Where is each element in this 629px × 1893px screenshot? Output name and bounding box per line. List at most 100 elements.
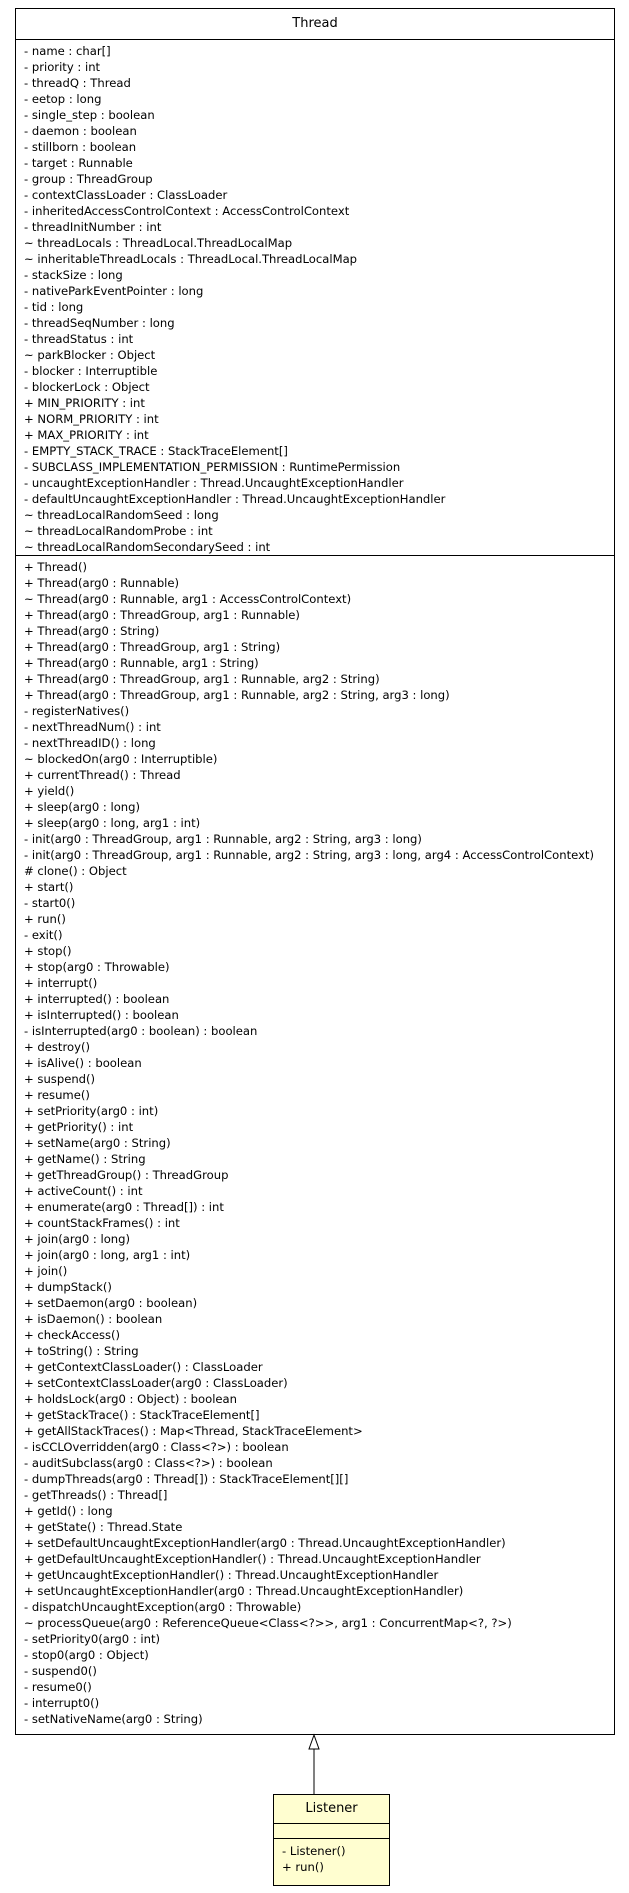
- thread-attribute: - stackSize : long: [24, 268, 123, 282]
- listener-operations-compartment: - Listener() + run(): [274, 1839, 389, 1875]
- thread-operation: + yield(): [24, 784, 75, 798]
- listener-class-box[interactable]: Listener - Listener() + run(): [273, 1794, 390, 1886]
- thread-operation: + getStackTrace() : StackTraceElement[]: [24, 1408, 260, 1422]
- listener-operation: - Listener(): [282, 1844, 346, 1858]
- thread-operation: + Thread(arg0 : ThreadGroup, arg1 : Stri…: [24, 640, 281, 654]
- thread-operation: + stop(arg0 : Throwable): [24, 960, 170, 974]
- listener-operation: + run(): [282, 1860, 324, 1874]
- thread-operation: + start(): [24, 880, 74, 894]
- thread-attribute: + MIN_PRIORITY : int: [24, 396, 145, 410]
- thread-operation: + Thread(arg0 : Runnable): [24, 576, 180, 590]
- thread-attribute: - defaultUncaughtExceptionHandler : Thre…: [24, 492, 446, 506]
- thread-operation: + countStackFrames() : int: [24, 1216, 180, 1230]
- thread-operation: - auditSubclass(arg0 : Class<?>) : boole…: [24, 1456, 273, 1470]
- thread-attribute: ~ threadLocalRandomSecondarySeed : int: [24, 540, 271, 554]
- thread-operation: - setNativeName(arg0 : String): [24, 1712, 203, 1726]
- thread-operation: + setContextClassLoader(arg0 : ClassLoad…: [24, 1376, 288, 1390]
- thread-operation: + join(arg0 : long): [24, 1232, 131, 1246]
- thread-operation: + getPriority() : int: [24, 1120, 134, 1134]
- thread-operation: - nextThreadNum() : int: [24, 720, 161, 734]
- thread-operation: + interrupted() : boolean: [24, 992, 170, 1006]
- thread-operation: + Thread(arg0 : ThreadGroup, arg1 : Runn…: [24, 608, 300, 622]
- thread-operation: + Thread(arg0 : String): [24, 624, 160, 638]
- thread-attribute: + NORM_PRIORITY : int: [24, 412, 159, 426]
- thread-operation: + setName(arg0 : String): [24, 1136, 171, 1150]
- thread-attribute: - blocker : Interruptible: [24, 364, 158, 378]
- thread-operation: - nextThreadID() : long: [24, 736, 156, 750]
- thread-attribute: - contextClassLoader : ClassLoader: [24, 188, 228, 202]
- thread-operation: + stop(): [24, 944, 72, 958]
- thread-attribute: - SUBCLASS_IMPLEMENTATION_PERMISSION : R…: [24, 460, 401, 474]
- thread-operation: - resume0(): [24, 1680, 92, 1694]
- listener-attributes-compartment: [274, 1824, 389, 1839]
- thread-class-name: Thread: [16, 9, 614, 40]
- thread-operation: # clone() : Object: [24, 864, 127, 878]
- thread-attribute: ~ threadLocalRandomProbe : int: [24, 524, 213, 538]
- thread-attribute: - name : char[]: [24, 44, 111, 58]
- thread-attribute: - stillborn : boolean: [24, 140, 137, 154]
- thread-operation: + getAllStackTraces() : Map<Thread, Stac…: [24, 1424, 363, 1438]
- thread-operation: - registerNatives(): [24, 704, 130, 718]
- thread-operation: + checkAccess(): [24, 1328, 121, 1342]
- thread-attribute: - threadStatus : int: [24, 332, 134, 346]
- thread-operation: + isDaemon() : boolean: [24, 1312, 163, 1326]
- thread-attribute: - threadQ : Thread: [24, 76, 131, 90]
- thread-attribute: - target : Runnable: [24, 156, 133, 170]
- thread-operation: ~ Thread(arg0 : Runnable, arg1 : AccessC…: [24, 592, 352, 606]
- thread-operation: + activeCount() : int: [24, 1184, 143, 1198]
- thread-attribute: - priority : int: [24, 60, 101, 74]
- thread-operation: + run(): [24, 912, 66, 926]
- thread-operation: - stop0(arg0 : Object): [24, 1648, 149, 1662]
- thread-operation: ~ processQueue(arg0 : ReferenceQueue<Cla…: [24, 1616, 512, 1630]
- thread-operations-compartment: + Thread() + Thread(arg0 : Runnable) ~ Thr…: [16, 556, 614, 1727]
- thread-operation: + getContextClassLoader() : ClassLoader: [24, 1360, 263, 1374]
- thread-operation: + getDefaultUncaughtExceptionHandler() :…: [24, 1552, 481, 1566]
- thread-operation: + getName() : String: [24, 1152, 146, 1166]
- thread-operation: + destroy(): [24, 1040, 90, 1054]
- thread-operation: + resume(): [24, 1088, 90, 1102]
- thread-operation: - isInterrupted(arg0 : boolean) : boolea…: [24, 1024, 258, 1038]
- thread-attribute: - inheritedAccessControlContext : Access…: [24, 204, 350, 218]
- thread-operation: + join(): [24, 1264, 68, 1278]
- thread-operation: + setPriority(arg0 : int): [24, 1104, 159, 1118]
- thread-operation: + holdsLock(arg0 : Object) : boolean: [24, 1392, 238, 1406]
- thread-attribute: - blockerLock : Object: [24, 380, 150, 394]
- thread-operation: + Thread(arg0 : ThreadGroup, arg1 : Runn…: [24, 672, 380, 686]
- thread-attribute: - single_step : boolean: [24, 108, 155, 122]
- thread-operation: + getUncaughtExceptionHandler() : Thread…: [24, 1568, 439, 1582]
- thread-operation: + isAlive() : boolean: [24, 1056, 142, 1070]
- thread-operation: - init(arg0 : ThreadGroup, arg1 : Runnab…: [24, 832, 422, 846]
- generalization-arrowhead: [308, 1733, 320, 1750]
- thread-operation: + setDaemon(arg0 : boolean): [24, 1296, 198, 1310]
- thread-attribute: - nativeParkEventPointer : long: [24, 284, 204, 298]
- thread-operation: - suspend0(): [24, 1664, 97, 1678]
- thread-operation: + setDefaultUncaughtExceptionHandler(arg…: [24, 1536, 506, 1550]
- thread-operation: + interrupt(): [24, 976, 98, 990]
- thread-attributes-compartment: - name : char[] - priority : int - threadQ…: [16, 40, 614, 556]
- thread-operation: + Thread(arg0 : Runnable, arg1 : String): [24, 656, 259, 670]
- thread-operation: + Thread(): [24, 560, 87, 574]
- thread-operation: - exit(): [24, 928, 63, 942]
- thread-class-box[interactable]: Thread - name : char[]- priority : int- …: [15, 8, 615, 1735]
- thread-attribute: - EMPTY_STACK_TRACE : StackTraceElement[…: [24, 444, 288, 458]
- thread-operation: + Thread(arg0 : ThreadGroup, arg1 : Runn…: [24, 688, 450, 702]
- thread-operation: + sleep(arg0 : long): [24, 800, 141, 814]
- thread-attribute: - tid : long: [24, 300, 84, 314]
- thread-operation: + setUncaughtExceptionHandler(arg0 : Thr…: [24, 1584, 464, 1598]
- thread-operation: + dumpStack(): [24, 1280, 112, 1294]
- thread-operation: + getState() : Thread.State: [24, 1520, 183, 1534]
- thread-operation: - start0(): [24, 896, 76, 910]
- thread-operation: - init(arg0 : ThreadGroup, arg1 : Runnab…: [24, 848, 595, 862]
- thread-operation: + isInterrupted() : boolean: [24, 1008, 179, 1022]
- thread-attribute: ~ threadLocals : ThreadLocal.ThreadLocal…: [24, 236, 293, 250]
- thread-operation: - dispatchUncaughtException(arg0 : Throw…: [24, 1600, 302, 1614]
- thread-operation: - isCCLOverridden(arg0 : Class<?>) : boo…: [24, 1440, 289, 1454]
- listener-class-name: Listener: [274, 1795, 389, 1824]
- thread-operation: + toString() : String: [24, 1344, 139, 1358]
- thread-operation: + join(arg0 : long, arg1 : int): [24, 1248, 191, 1262]
- thread-attribute: - threadInitNumber : int: [24, 220, 162, 234]
- thread-operation: ~ blockedOn(arg0 : Interruptible): [24, 752, 218, 766]
- thread-attribute: - group : ThreadGroup: [24, 172, 153, 186]
- thread-operation: - setPriority0(arg0 : int): [24, 1632, 161, 1646]
